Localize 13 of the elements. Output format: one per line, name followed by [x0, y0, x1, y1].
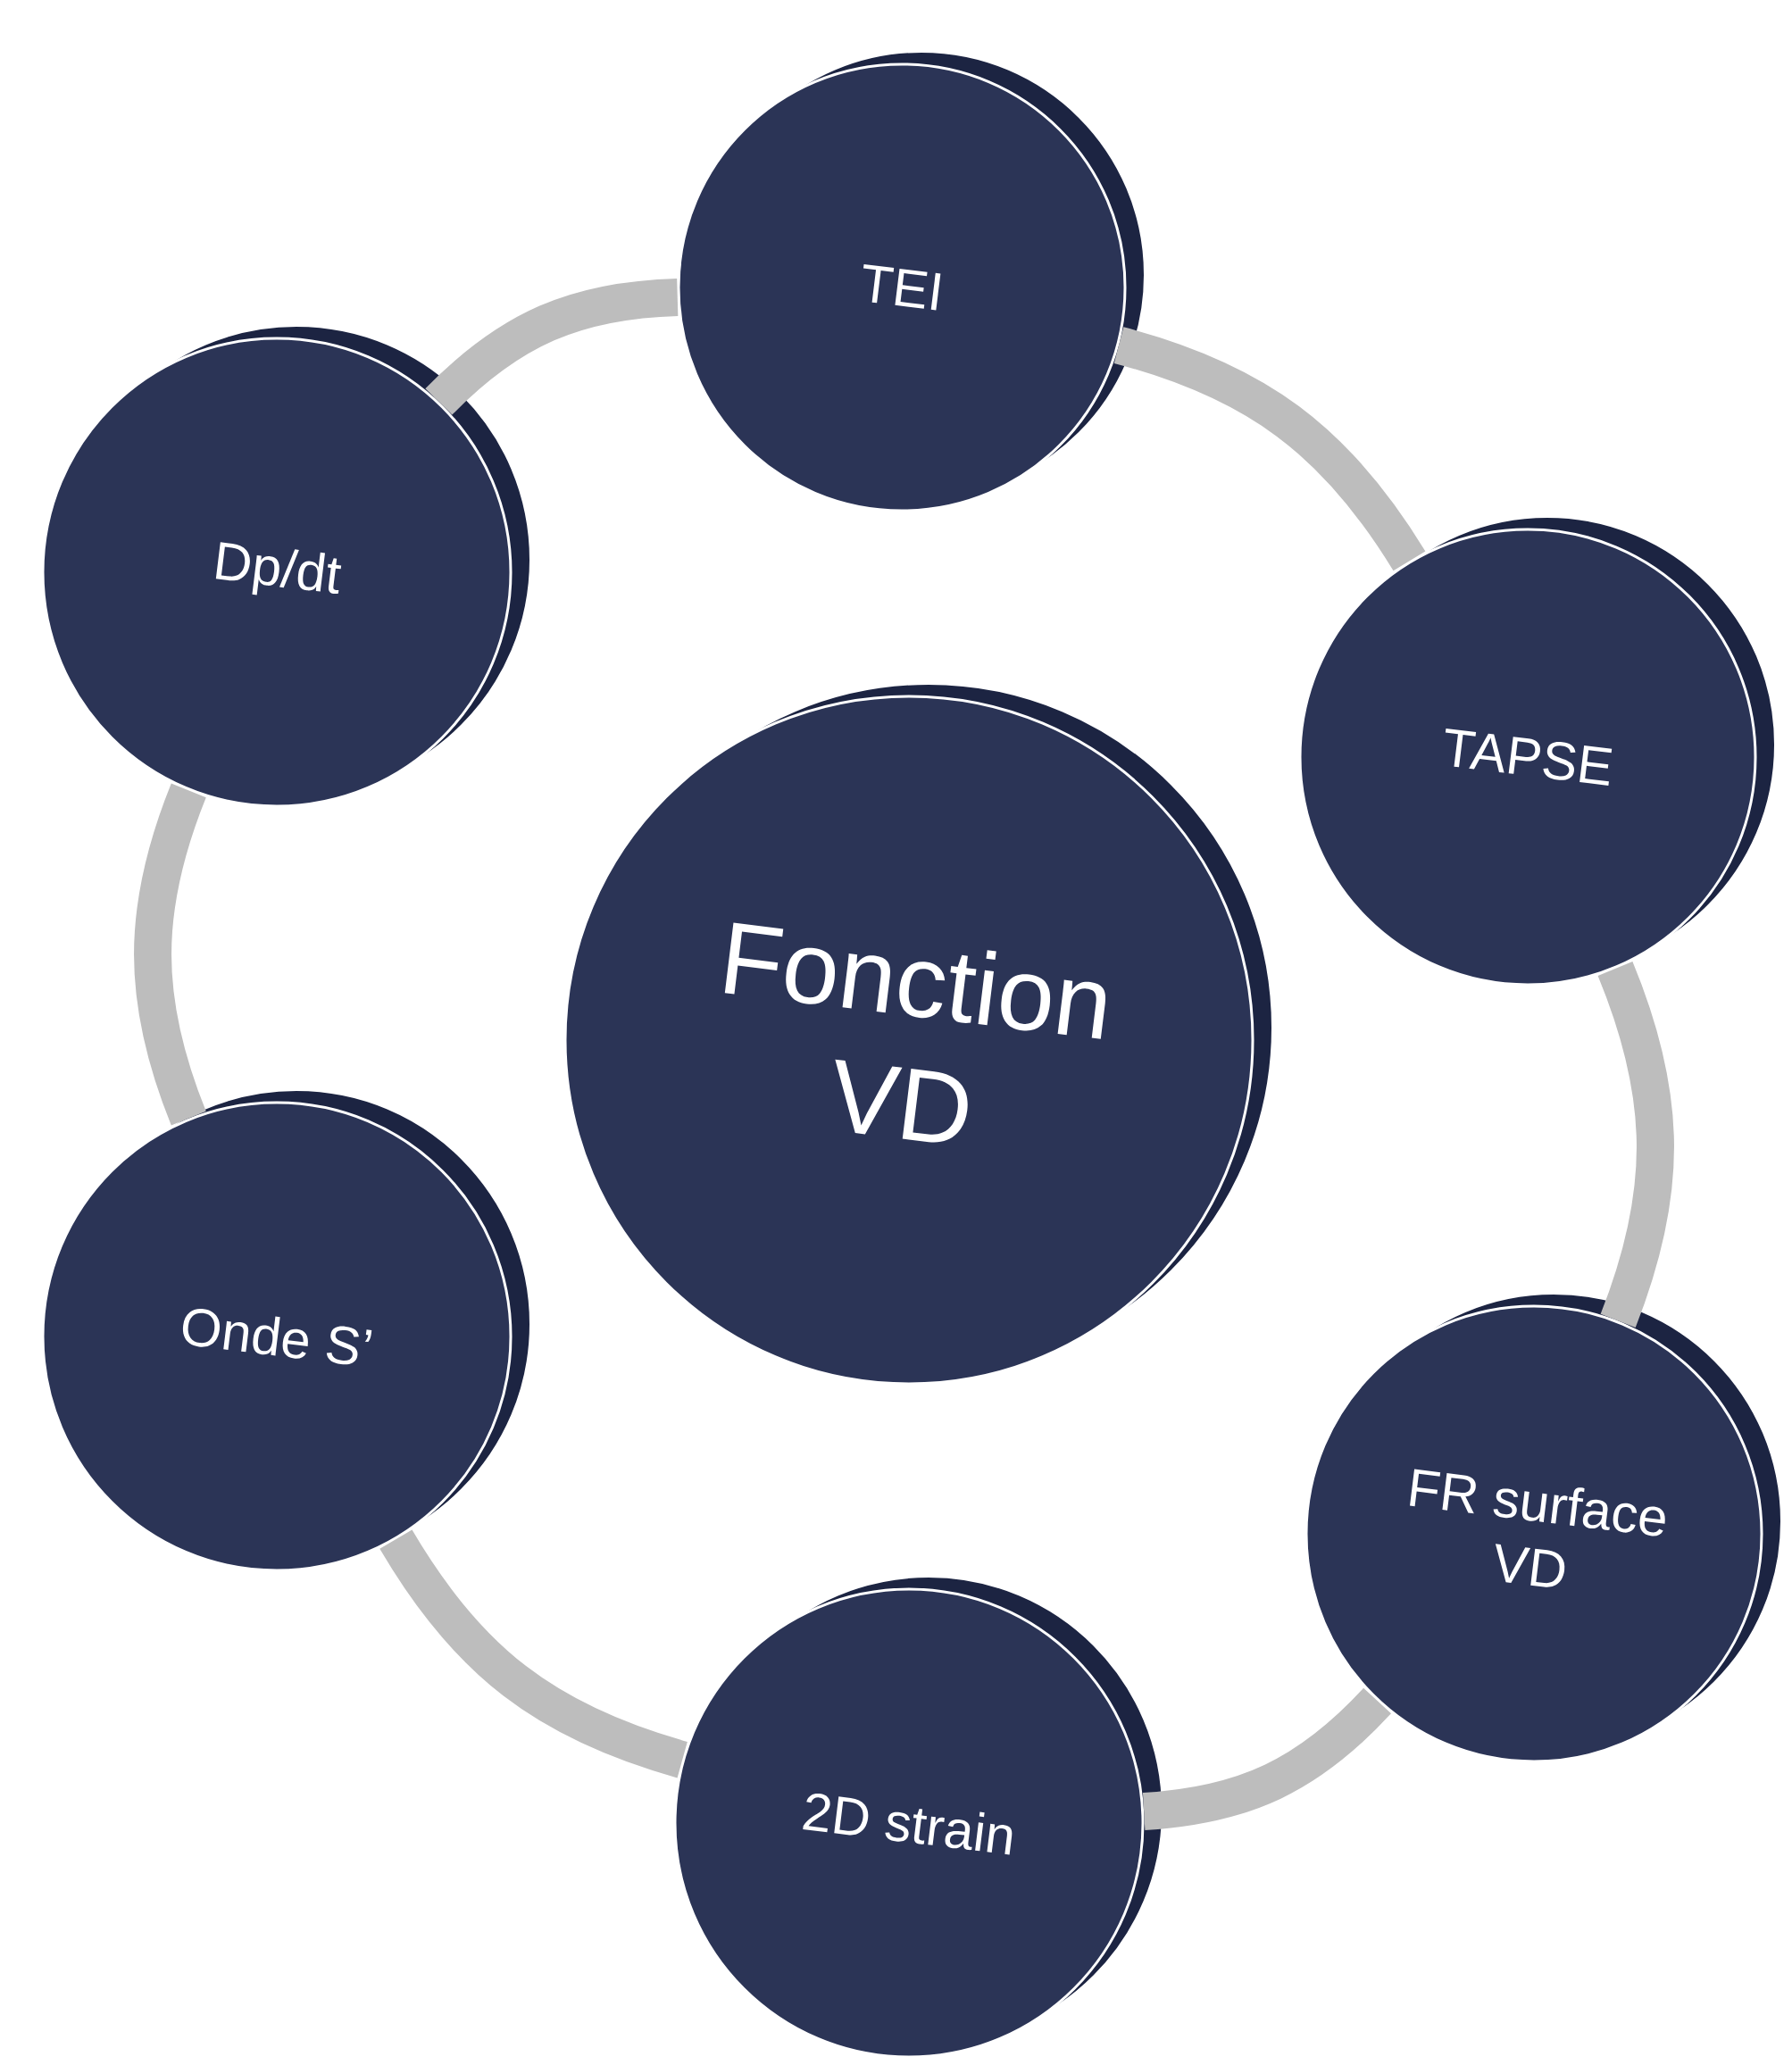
disc: FR surface VD — [1304, 1293, 1782, 1763]
disc: TAPSE — [1298, 516, 1776, 987]
ring-segment — [1597, 962, 1674, 1328]
ring-segment — [134, 783, 206, 1126]
disc: 2D strain — [673, 1576, 1163, 2059]
disc: TEI — [677, 51, 1146, 512]
ring-segment — [425, 278, 679, 415]
disc: Dp/dt — [41, 325, 531, 808]
disc: Fonction VD — [563, 683, 1273, 1386]
ring-segment — [379, 1529, 688, 1778]
ring-segment — [1113, 327, 1426, 571]
disc: Onde S’ — [41, 1089, 531, 1572]
ring-segment — [1142, 1687, 1391, 1830]
